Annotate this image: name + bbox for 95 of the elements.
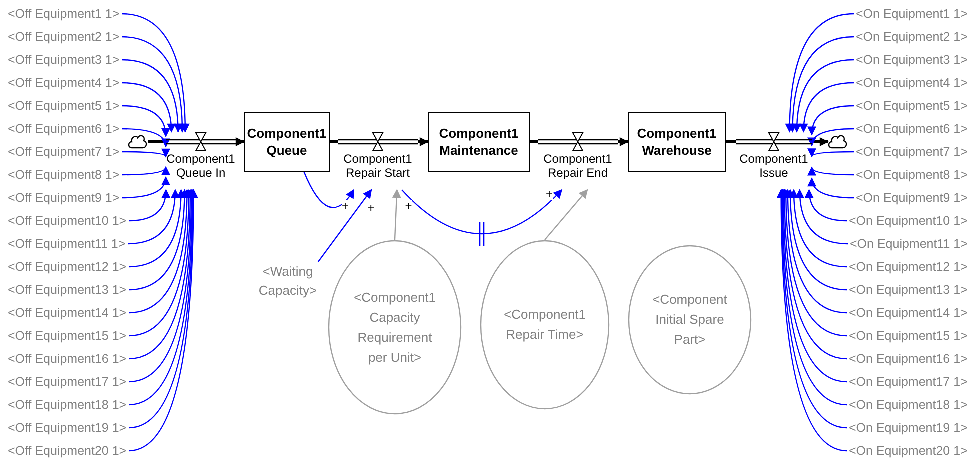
polarity-sign: + [342,200,350,212]
flow-pipe [418,138,429,146]
arrow [318,189,372,262]
polarity-sign: + [546,188,554,200]
variable-label: <Component1 Capacity Requirement per Unit> [352,288,438,367]
stock-box: Component1 Warehouse [628,112,726,172]
variable-label: <Off Equipment4 1> [8,75,120,91]
variable-label: <On Equipment13 1> [849,282,968,298]
variable-label: <Waiting Capacity> [250,262,326,300]
arrow [808,178,854,199]
variable-label: <Component Initial Spare Part> [652,291,728,349]
variable-label: <On Equipment19 1> [849,420,968,436]
variable-label: <Off Equipment3 1> [8,52,120,68]
flow-pipe [148,140,166,144]
arrow [128,189,180,245]
flow-pipe [530,140,538,144]
arrow [810,166,854,177]
variable-label: <Off Equipment12 1> [8,259,127,275]
arrow [808,105,854,136]
arrow [790,189,848,268]
variable-label: <Off Equipment17 1> [8,374,127,390]
variable-label: <On Equipment20 1> [849,443,968,459]
arrow [810,148,854,158]
variable-label: <Off Equipment7 1> [8,144,120,160]
variable-label: <Off Equipment1 1> [8,6,120,22]
variable-label: <On Equipment12 1> [849,259,968,275]
variable-label: <On Equipment3 1> [856,52,968,68]
variable-label: <On Equipment5 1> [856,98,968,114]
variable-label: <On Equipment17 1> [849,374,968,390]
flow-label: Component1 Issue [738,152,810,180]
arrow [785,13,854,133]
arrow [128,189,186,268]
flow-pipe [236,138,245,146]
arrow [392,189,402,240]
variable-label: <On Equipment14 1> [849,305,968,321]
arrow [402,189,563,246]
variable-label: <Off Equipment8 1> [8,167,120,183]
variable-label: <On Equipment16 1> [849,351,968,367]
flow-pipe [330,140,338,144]
arrow [122,166,168,176]
variable-label: <Off Equipment6 1> [8,121,120,137]
variable-label: <Off Equipment14 1> [8,305,127,321]
stock-box: Component1 Maintenance [428,112,530,172]
arrow [122,176,170,199]
variable-label: <Component1 Repair Time> [503,306,587,344]
arrow [788,36,854,133]
variable-circle [628,245,752,395]
arrow [122,13,190,133]
arrow [792,59,854,133]
variable-circle [328,240,462,415]
arrow [122,148,168,158]
polarity-sign: + [405,200,412,212]
variable-label: <Off Equipment18 1> [8,397,127,413]
flow-pipe [618,138,629,146]
variable-circle [480,240,610,410]
flow-label: Component1 Repair End [542,152,614,180]
variable-label: <On Equipment8 1> [856,167,968,183]
variable-label: <On Equipment6 1> [856,121,968,137]
arrow [122,59,183,133]
variable-label: <Off Equipment13 1> [8,282,127,298]
arrow [128,189,170,222]
arrow [800,82,854,133]
variable-label: <On Equipment2 1> [856,29,968,45]
variable-label: <On Equipment1 1> [856,6,968,22]
arrow [122,105,170,138]
variable-label: <On Equipment11 1> [850,236,968,252]
variable-label: <Off Equipment5 1> [8,98,120,114]
variable-label: <Off Equipment20 1> [8,443,127,459]
variable-label: <On Equipment9 1> [856,190,968,206]
arrow [122,82,176,133]
variable-label: <On Equipment10 1> [849,213,968,229]
arrow [304,172,354,208]
polarity-sign: + [368,202,375,214]
variable-label: <On Equipment4 1> [856,75,968,91]
arrow [796,189,848,245]
arrow [805,189,848,222]
flow-label: Component1 Repair Start [342,152,414,180]
variable-label: <On Equipment7 1> [856,144,968,160]
flow-pipe [812,138,829,146]
flow-pipe [726,140,736,144]
arrow [544,189,588,240]
variable-label: <Off Equipment10 1> [8,213,127,229]
variable-label: <On Equipment15 1> [849,328,968,344]
variable-label: <Off Equipment19 1> [8,420,127,436]
flow-label: Component1 Queue In [166,152,236,180]
variable-label: <Off Equipment16 1> [8,351,127,367]
variable-label: <On Equipment18 1> [849,397,968,413]
arrow [808,128,854,147]
variable-label: <Off Equipment15 1> [8,328,127,344]
arrow [122,36,187,133]
arrow [122,128,170,148]
variable-label: <Off Equipment2 1> [8,29,120,45]
variable-label: <Off Equipment9 1> [8,190,120,206]
variable-label: <Off Equipment11 1> [8,236,126,252]
stock-box: Component1 Queue [244,112,330,172]
